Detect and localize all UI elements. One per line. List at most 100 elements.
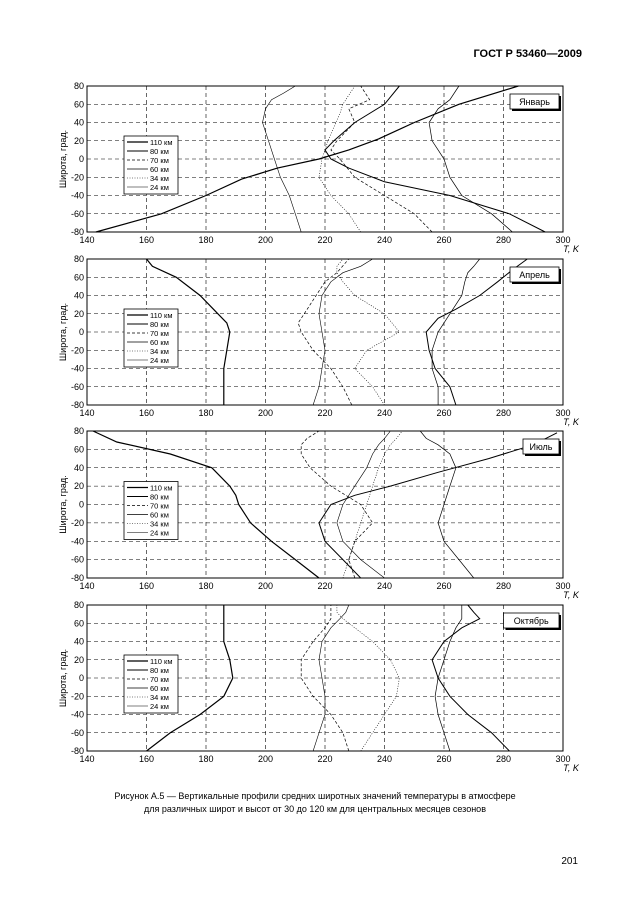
x-tick-label: 140 <box>79 235 94 245</box>
y-tick-label: 60 <box>74 272 84 282</box>
caption-line-1: Рисунок А.5 — Вертикальные профили средн… <box>114 791 516 801</box>
y-tick-label: -40 <box>71 536 84 546</box>
x-tick-label: 220 <box>317 408 332 418</box>
y-tick-label: -20 <box>71 345 84 355</box>
title-box <box>522 438 560 455</box>
caption-line-2: для различных широт и высот от 30 до 120… <box>144 804 486 814</box>
title-box <box>503 612 560 629</box>
y-tick-label: -20 <box>71 691 84 701</box>
series-line-1 <box>146 258 231 405</box>
series-line-1 <box>146 605 234 752</box>
y-tick-label: 40 <box>74 118 84 128</box>
legend-label: 70 км <box>150 156 169 165</box>
legend-label: 70 км <box>150 675 169 684</box>
y-tick-label: -20 <box>71 172 84 182</box>
legend-box <box>123 308 179 368</box>
x-tick-label: 240 <box>377 235 392 245</box>
series-line-2 <box>318 432 558 579</box>
legend-box <box>123 654 179 714</box>
y-tick-label: -80 <box>71 746 84 756</box>
legend-label: 60 км <box>150 338 169 347</box>
x-tick-label: 260 <box>436 408 451 418</box>
y-tick-label: 80 <box>74 426 84 436</box>
legend-box <box>123 135 179 195</box>
x-tick-label: 220 <box>317 581 332 591</box>
y-tick-label: 80 <box>74 600 84 610</box>
legend-label: 70 км <box>150 329 169 338</box>
legend-label: 60 км <box>150 511 169 520</box>
series-line-6 <box>312 258 373 406</box>
y-tick-label: 0 <box>79 327 84 337</box>
series-line-5 <box>336 258 400 406</box>
y-tick-label: 20 <box>74 309 84 319</box>
x-tick-label: 280 <box>496 408 511 418</box>
x-tick-label: 160 <box>139 408 154 418</box>
x-axis-label: T, K <box>563 417 580 427</box>
y-tick-label: 40 <box>74 463 84 473</box>
document-standard-number: ГОСТ Р 53460—2009 <box>473 48 582 60</box>
y-tick-label: 20 <box>74 481 84 491</box>
y-tick-label: -60 <box>71 555 84 565</box>
y-tick-label: -80 <box>71 227 84 237</box>
y-tick-label: -40 <box>71 191 84 201</box>
legend-label: 24 км <box>150 183 169 192</box>
y-axis-label: Широта, град. <box>58 303 68 361</box>
series-line-4 <box>431 258 480 405</box>
y-tick-label: 20 <box>74 136 84 146</box>
series-line-5 <box>342 430 403 579</box>
series-line-6 <box>262 85 302 233</box>
x-tick-label: 200 <box>258 754 273 764</box>
legend-label: 80 км <box>150 666 169 675</box>
x-tick-label: 180 <box>198 754 213 764</box>
x-tick-label: 200 <box>258 235 273 245</box>
y-tick-label: -40 <box>71 364 84 374</box>
page-number: 201 <box>561 856 578 867</box>
legend-box <box>123 481 179 540</box>
x-axis-label: T, K <box>563 590 580 600</box>
x-axis-label: T, K <box>563 763 580 773</box>
y-tick-label: 60 <box>74 99 84 109</box>
y-tick-label: -60 <box>71 728 84 738</box>
legend-label: 70 км <box>150 502 169 511</box>
x-tick-label: 280 <box>496 581 511 591</box>
legend-label: 80 км <box>150 147 169 156</box>
legend-label: 60 км <box>150 165 169 174</box>
legend-label: 24 км <box>150 529 169 538</box>
x-tick-label: 160 <box>139 235 154 245</box>
y-tick-label: 40 <box>74 637 84 647</box>
legend-label: 80 км <box>150 493 169 502</box>
x-tick-label: 260 <box>436 235 451 245</box>
series-line-2 <box>425 258 528 406</box>
chart-title: Январь <box>519 97 550 107</box>
chart-title: Октябрь <box>514 616 549 626</box>
legend-label: 110 км <box>150 138 172 147</box>
legend-label: 80 км <box>150 320 169 329</box>
series-line-4 <box>419 430 475 579</box>
series-line-3 <box>300 430 374 579</box>
x-tick-label: 180 <box>198 408 213 418</box>
y-axis-label: Широта, град. <box>58 130 68 188</box>
legend-label: 110 км <box>150 657 172 666</box>
legend-label: 24 км <box>150 356 169 365</box>
x-tick-label: 200 <box>258 408 273 418</box>
series-line-2 <box>324 85 546 233</box>
legend-label: 34 км <box>150 174 169 183</box>
y-tick-label: -60 <box>71 382 84 392</box>
y-tick-label: 40 <box>74 291 84 301</box>
legend-label: 60 км <box>150 684 169 693</box>
title-box <box>509 93 560 110</box>
y-tick-label: -80 <box>71 573 84 583</box>
y-tick-label: -40 <box>71 710 84 720</box>
y-axis-label: Широта, град. <box>58 475 68 533</box>
x-tick-label: 140 <box>79 581 94 591</box>
series-line-5 <box>336 605 400 752</box>
series-line-4 <box>434 605 463 752</box>
y-tick-label: 80 <box>74 254 84 264</box>
y-tick-label: -20 <box>71 518 84 528</box>
series-line-4 <box>428 85 513 233</box>
x-tick-label: 220 <box>317 235 332 245</box>
y-tick-label: 20 <box>74 655 84 665</box>
